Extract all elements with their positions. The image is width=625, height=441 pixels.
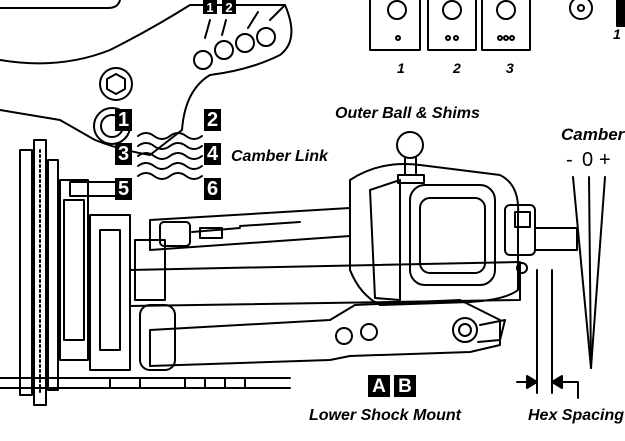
top-left-frame (0, 0, 121, 9)
link-position-badge-6: 6 (204, 178, 221, 200)
plate-hole-1 (193, 50, 213, 70)
shock-position-badge-a: A (368, 375, 390, 397)
edge-number: 1 (613, 26, 621, 42)
small-part-right (569, 0, 593, 20)
hex-spacing-label: Hex Spacing (528, 407, 625, 424)
camber-link-holes (137, 132, 203, 180)
link-position-badge-1: 1 (115, 109, 132, 131)
top-position-badge-1: 1 (203, 0, 217, 14)
camber-lines (572, 176, 606, 369)
camber-link-rod (149, 207, 351, 251)
hex-bolt-upper (99, 67, 133, 101)
link-position-badge-3: 3 (115, 143, 132, 165)
hub-option-number-3: 3 (506, 60, 514, 76)
camber-scale-minus: - (566, 149, 573, 171)
camber-label: Camber (561, 125, 625, 144)
hub-option-number-2: 2 (453, 60, 461, 76)
camber-scale-zero: 0 (582, 149, 594, 171)
shock-hole-a (335, 327, 353, 345)
plate-hole-2 (214, 40, 234, 60)
hex-spacing-marker (516, 269, 579, 399)
hub-option-number-1: 1 (397, 60, 405, 76)
camber-scale-plus: + (599, 149, 611, 171)
outer-ball (396, 131, 425, 184)
outer-ball-label: Outer Ball & Shims (335, 105, 480, 122)
lower-shock-label: Lower Shock Mount (309, 407, 461, 424)
link-position-badge-5: 5 (115, 178, 132, 200)
shock-hole-b (360, 323, 378, 341)
plate-hole-3 (235, 33, 255, 53)
wheel-disc (19, 139, 89, 406)
shock-position-badge-b: B (394, 375, 416, 397)
camber-link-label: Camber Link (231, 148, 328, 165)
edge-part (616, 0, 625, 27)
bulkhead (89, 214, 131, 371)
chassis-plate-upper (0, 4, 293, 156)
hub-carrier (349, 163, 578, 306)
link-position-badge-2: 2 (204, 109, 221, 131)
lower-arm (129, 239, 521, 371)
plate-hole-4 (256, 27, 276, 47)
link-position-badge-4: 4 (204, 143, 221, 165)
hub-option-parts (369, 0, 531, 51)
chassis-base (0, 377, 291, 389)
top-position-badge-2: 2 (222, 0, 236, 14)
